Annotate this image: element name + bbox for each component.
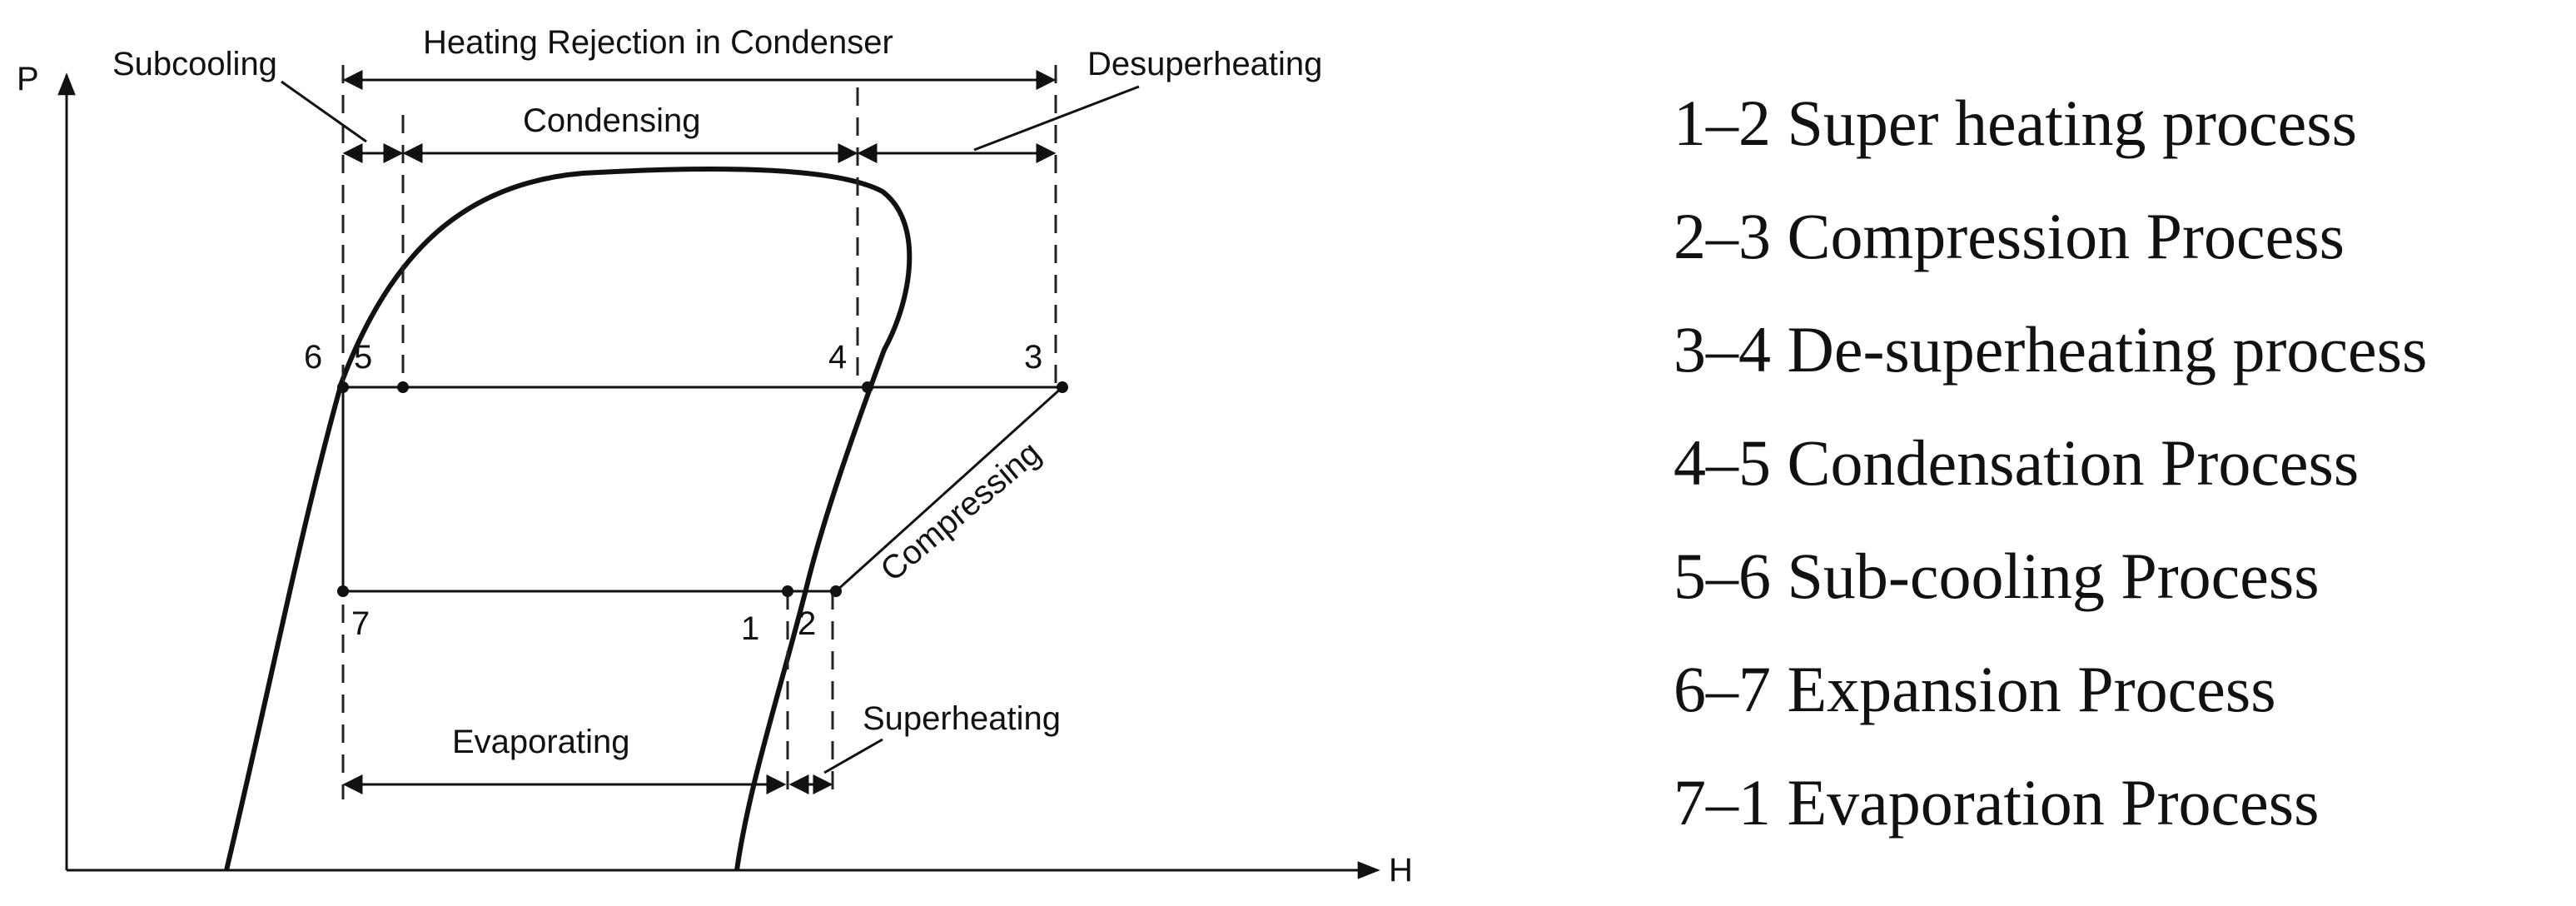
pressure-enthalpy-diagram: P H 6 5 4 3 7 1 2 Heating Rejecti xyxy=(17,24,1413,889)
process-legend: 1–2 Super heating process 2–3 Compressio… xyxy=(1673,67,2427,859)
point-2 xyxy=(830,585,842,597)
point-label-6: 6 xyxy=(304,339,322,376)
point-label-4: 4 xyxy=(828,339,847,376)
point-5 xyxy=(397,381,409,393)
h-axis-label: H xyxy=(1389,852,1413,889)
legend-item-3-4: 3–4 De-superheating process xyxy=(1673,313,2428,386)
point-3 xyxy=(1057,381,1068,393)
legend-item-7-1: 7–1 Evaporation Process xyxy=(1673,766,2320,839)
point-label-1: 1 xyxy=(741,610,759,647)
point-label-5: 5 xyxy=(354,339,372,376)
point-7 xyxy=(337,585,349,597)
superheating-leader xyxy=(823,738,883,774)
point-1 xyxy=(782,585,793,597)
superheating-label: Superheating xyxy=(863,700,1061,737)
point-6 xyxy=(337,381,349,393)
p-axis-label: P xyxy=(17,61,39,97)
point-label-7: 7 xyxy=(351,605,370,642)
subcooling-leader xyxy=(281,80,367,143)
heat-rejection-label: Heating Rejection in Condenser xyxy=(423,24,893,61)
legend-item-4-5: 4–5 Condensation Process xyxy=(1673,426,2360,499)
point-4 xyxy=(862,381,873,393)
legend-item-1-2: 1–2 Super heating process xyxy=(1673,87,2357,159)
point-label-3: 3 xyxy=(1024,339,1042,376)
desuperheating-label: Desuperheating xyxy=(1087,46,1322,82)
line-2-3 xyxy=(834,386,1064,593)
compressing-label: Compressing xyxy=(874,435,1048,589)
legend-item-6-7: 6–7 Expansion Process xyxy=(1673,653,2276,725)
evaporating-label: Evaporating xyxy=(452,724,629,760)
point-label-2: 2 xyxy=(798,605,816,642)
legend-item-5-6: 5–6 Sub-cooling Process xyxy=(1673,540,2320,612)
condensing-label: Condensing xyxy=(523,102,701,139)
subcooling-label: Subcooling xyxy=(112,46,277,82)
saturation-dome xyxy=(224,167,913,871)
desuperheating-leader xyxy=(973,85,1140,152)
legend-item-2-3: 2–3 Compression Process xyxy=(1673,200,2345,272)
